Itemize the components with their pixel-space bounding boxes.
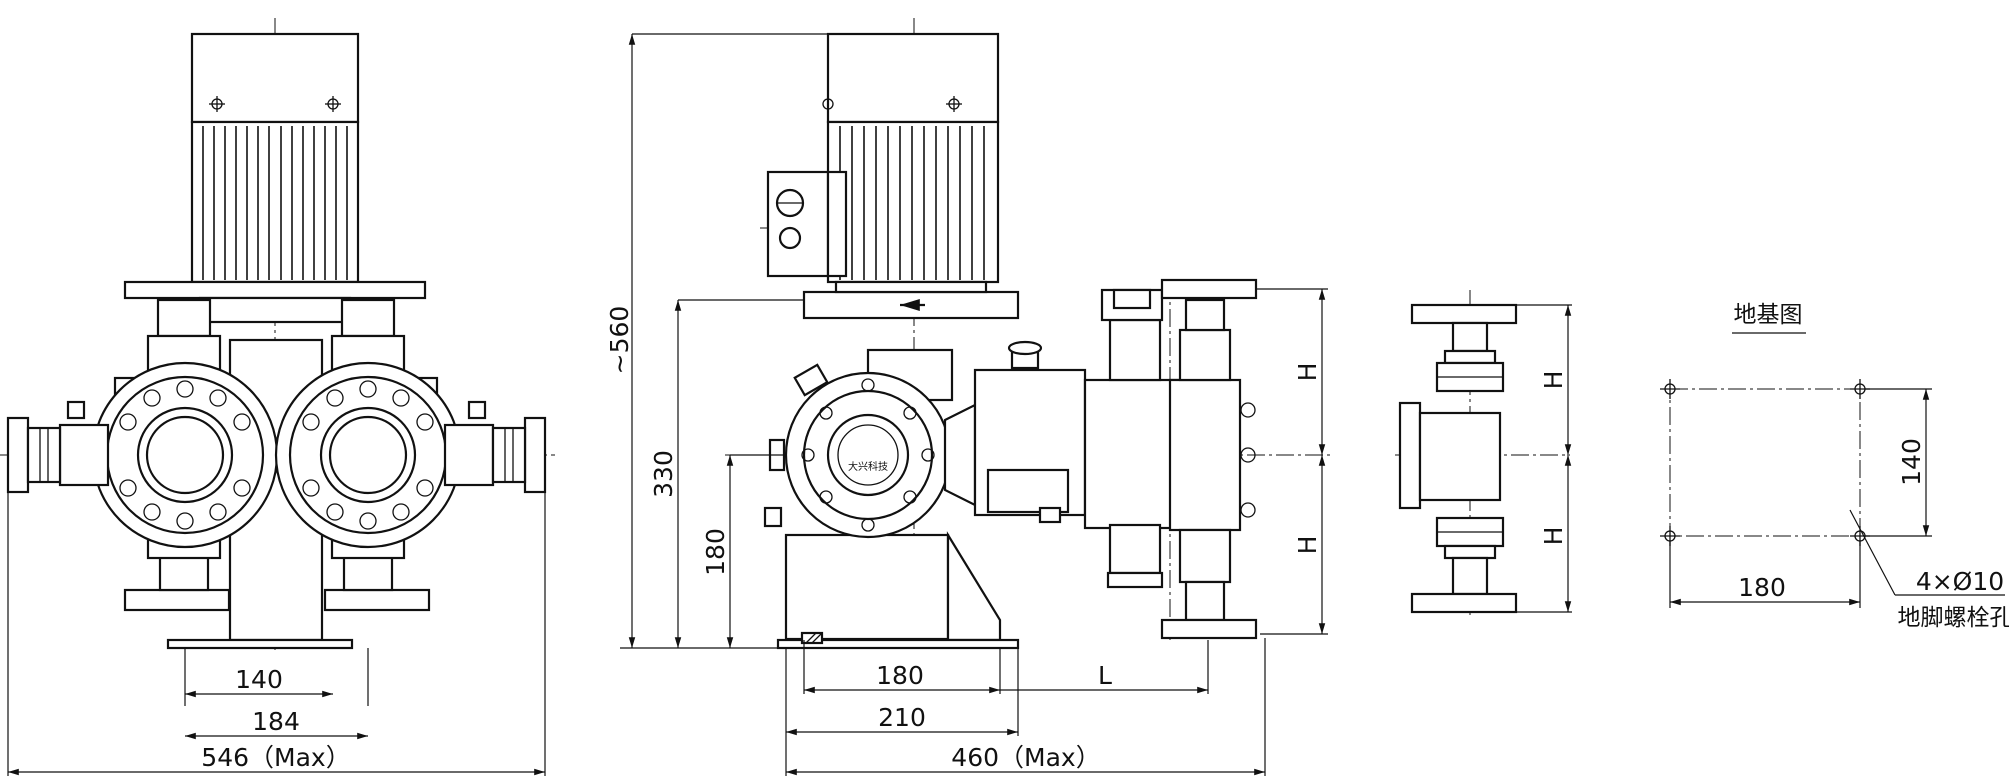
side-dim-560: ~560 bbox=[605, 306, 634, 375]
valve-view: H H bbox=[1395, 290, 1572, 615]
side-dim-H-lower: H bbox=[1293, 536, 1322, 555]
foundation-plan: 地基图 140 180 4×Ø10 地脚螺栓孔 bbox=[1660, 302, 2009, 631]
bolt-hole-spec: 4×Ø10 bbox=[1916, 567, 2004, 596]
foundation-dim-140: 140 bbox=[1897, 438, 1926, 486]
side-view: 大兴科技 bbox=[605, 18, 1330, 776]
front-base bbox=[168, 640, 352, 648]
foundation-bolt-holes bbox=[1660, 379, 1870, 546]
front-dim-140: 140 bbox=[235, 665, 283, 694]
front-dim-184: 184 bbox=[252, 707, 300, 736]
foundation-dim-180: 180 bbox=[1738, 573, 1786, 602]
side-dim-L: L bbox=[1098, 661, 1112, 690]
valve-dimensions bbox=[1516, 305, 1572, 612]
foundation-title: 地基图 bbox=[1734, 302, 1803, 328]
side-dim-330: 330 bbox=[649, 450, 678, 498]
pump-badge-text: 大兴科技 bbox=[848, 460, 888, 473]
side-motor bbox=[768, 34, 1018, 318]
side-dim-210: 210 bbox=[878, 703, 926, 732]
front-motor bbox=[125, 34, 425, 322]
side-dim-460-max: 460（Max） bbox=[951, 743, 1100, 772]
side-dim-180-base: 180 bbox=[876, 661, 924, 690]
side-dim-H-upper: H bbox=[1293, 363, 1322, 382]
front-dim-546-max: 546（Max） bbox=[201, 743, 350, 772]
bolt-hole-label: 地脚螺栓孔 bbox=[1898, 605, 2009, 631]
valve-dim-H-upper: H bbox=[1539, 371, 1568, 390]
front-view: 140 184 546（Max） bbox=[0, 18, 555, 776]
valve-dim-H-lower: H bbox=[1539, 527, 1568, 546]
side-dim-180-height: 180 bbox=[701, 528, 730, 576]
side-crosshead bbox=[945, 342, 1205, 528]
